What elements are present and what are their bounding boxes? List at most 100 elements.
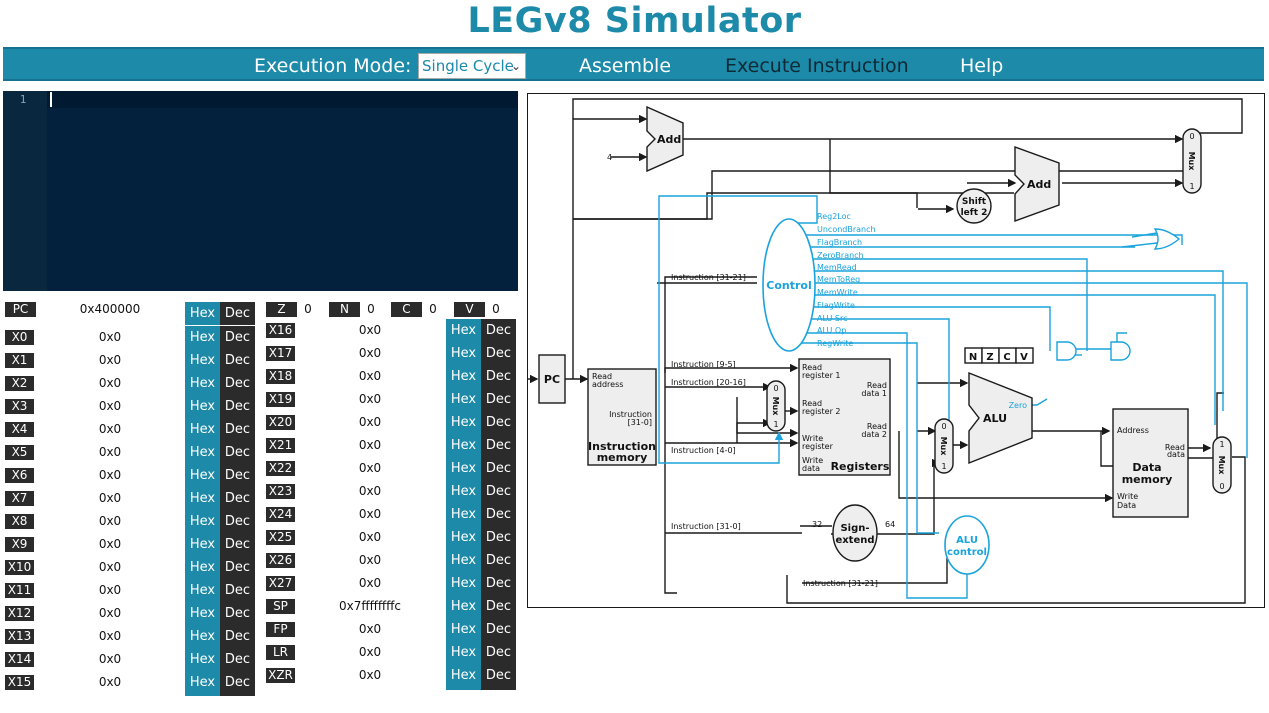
hex-button[interactable]: Hex [446, 664, 481, 687]
reg-write-data-a: Write [802, 456, 823, 465]
hex-button[interactable]: Hex [446, 434, 481, 457]
dec-button[interactable]: Dec [481, 457, 516, 480]
register-value: 0x0 [98, 353, 122, 367]
hex-button[interactable]: Hex [446, 503, 481, 526]
shift-left-label-2: left 2 [961, 208, 988, 218]
register-value: 0x0 [358, 415, 382, 429]
hex-button[interactable]: Hex [185, 671, 220, 694]
code-editor[interactable]: 1 [3, 91, 518, 291]
register-label: X4 [5, 422, 34, 437]
alu-control [944, 515, 990, 575]
hex-button[interactable]: Hex [446, 342, 481, 365]
hex-button[interactable]: Hex [185, 510, 220, 533]
dec-button[interactable]: Dec [220, 602, 255, 625]
dec-button[interactable]: Dec [481, 526, 516, 549]
dec-button[interactable]: Dec [220, 372, 255, 395]
execute-instruction-button[interactable]: Execute Instruction [725, 55, 909, 77]
hex-button[interactable]: Hex [446, 618, 481, 641]
hex-button[interactable]: Hex [185, 556, 220, 579]
hex-button[interactable]: Hex [185, 418, 220, 441]
assemble-button[interactable]: Assemble [579, 55, 672, 77]
hex-button[interactable]: Hex [185, 602, 220, 625]
hex-button[interactable]: Hex [185, 464, 220, 487]
dec-button[interactable]: Dec [481, 342, 516, 365]
dec-button[interactable]: Dec [220, 648, 255, 671]
hex-button[interactable]: Hex [185, 487, 220, 510]
hex-button[interactable]: Hex [185, 372, 220, 395]
dec-button[interactable]: Dec [481, 319, 516, 342]
hex-button[interactable]: Hex [185, 579, 220, 602]
hex-button[interactable]: Hex [446, 457, 481, 480]
hex-button[interactable]: Hex [446, 480, 481, 503]
dec-button[interactable]: Dec [481, 480, 516, 503]
hex-button[interactable]: Hex [446, 572, 481, 595]
dec-button[interactable]: Dec [220, 418, 255, 441]
dec-button[interactable]: Dec [220, 349, 255, 372]
dec-button[interactable]: Dec [220, 326, 255, 349]
mux-memtoreg-port-1: 1 [1219, 440, 1224, 449]
register-value: 0x0 [358, 622, 382, 636]
dec-button[interactable]: Dec [481, 664, 516, 687]
register-label: LR [266, 645, 295, 660]
signal-zerobranch: ZeroBranch [817, 251, 864, 260]
control-unit-label: Control [766, 279, 811, 292]
dec-button[interactable]: Dec [481, 388, 516, 411]
register-value: 0x0 [358, 461, 382, 475]
dec-button[interactable]: Dec [481, 595, 516, 618]
dec-button[interactable]: Dec [220, 510, 255, 533]
dec-button[interactable]: Dec [481, 549, 516, 572]
pc-dec-button[interactable]: Dec [220, 302, 255, 325]
dec-button[interactable]: Dec [481, 641, 516, 664]
dec-button[interactable]: Dec [481, 411, 516, 434]
hex-button[interactable]: Hex [446, 411, 481, 434]
help-button[interactable]: Help [960, 55, 1004, 77]
signal-reg2loc: Reg2Loc [817, 212, 851, 221]
hex-button[interactable]: Hex [446, 365, 481, 388]
hex-button[interactable]: Hex [185, 625, 220, 648]
dec-button[interactable]: Dec [220, 441, 255, 464]
dec-button[interactable]: Dec [220, 464, 255, 487]
hex-button[interactable]: Hex [446, 388, 481, 411]
dmem-write-b: Data [1117, 501, 1136, 510]
dec-button[interactable]: Dec [220, 395, 255, 418]
pc-value: 0x400000 [79, 302, 141, 316]
hex-button[interactable]: Hex [185, 349, 220, 372]
dec-button[interactable]: Dec [220, 533, 255, 556]
register-value: 0x0 [98, 629, 122, 643]
execution-mode-select[interactable]: Single Cycle ⌄ [418, 53, 526, 79]
field-31-0: Instruction [31-0] [671, 522, 741, 531]
dec-button[interactable]: Dec [220, 487, 255, 510]
dec-button[interactable]: Dec [220, 556, 255, 579]
hex-button[interactable]: Hex [446, 526, 481, 549]
dmem-address: Address [1117, 426, 1149, 435]
dec-button[interactable]: Dec [220, 579, 255, 602]
hex-button[interactable]: Hex [185, 326, 220, 349]
register-value: 0x0 [358, 346, 382, 360]
pc-hex-button[interactable]: Hex [185, 302, 220, 325]
hex-button[interactable]: Hex [185, 395, 220, 418]
dec-button[interactable]: Dec [220, 671, 255, 694]
hex-button[interactable]: Hex [185, 648, 220, 671]
hex-button[interactable]: Hex [446, 319, 481, 342]
hex-button[interactable]: Hex [446, 595, 481, 618]
hex-button[interactable]: Hex [446, 549, 481, 572]
execution-mode-label: Execution Mode: [254, 55, 412, 77]
register-value: 0x0 [98, 537, 122, 551]
dec-button[interactable]: Dec [481, 434, 516, 457]
hex-button[interactable]: Hex [185, 441, 220, 464]
dec-button[interactable]: Dec [220, 625, 255, 648]
dec-button[interactable]: Dec [481, 572, 516, 595]
hex-button[interactable]: Hex [446, 641, 481, 664]
dec-button[interactable]: Dec [481, 503, 516, 526]
mux-alusrc-port-0: 0 [941, 422, 946, 431]
signal-regwrite: RegWrite [817, 339, 853, 348]
hex-button[interactable]: Hex [185, 533, 220, 556]
dec-button[interactable]: Dec [481, 618, 516, 641]
dec-button[interactable]: Dec [481, 365, 516, 388]
